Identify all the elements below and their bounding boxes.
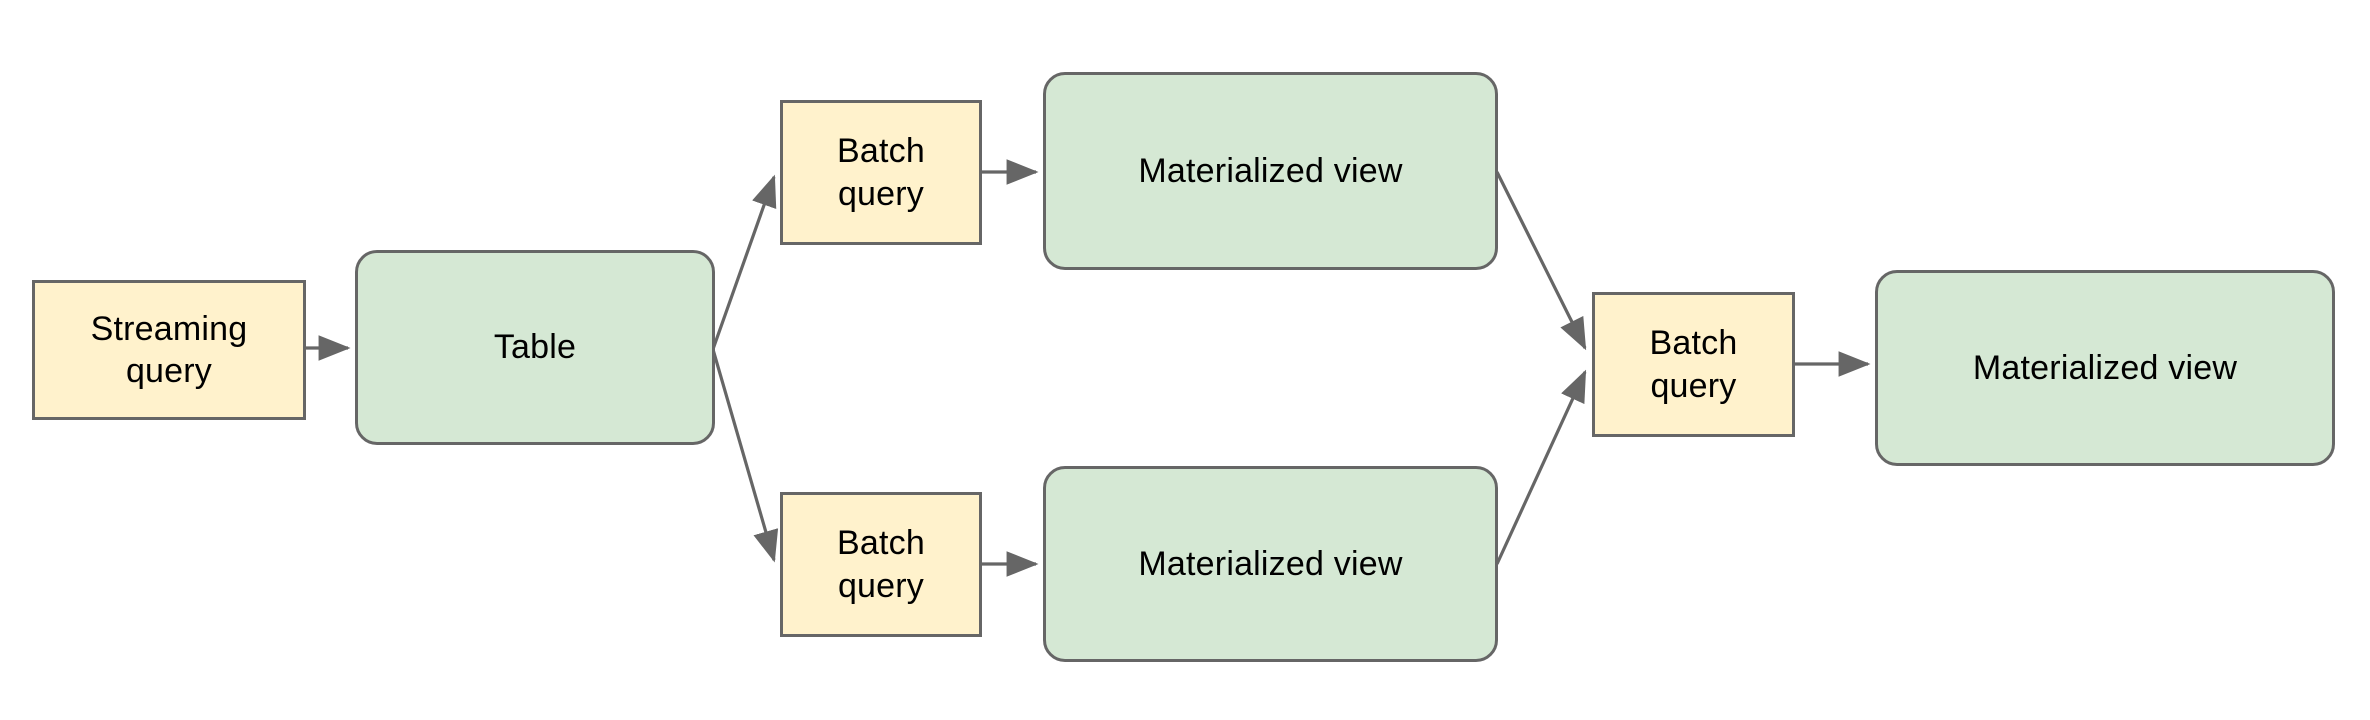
node-batch-query-merge[interactable]: Batch query (1592, 292, 1795, 437)
node-materialized-view-bottom[interactable]: Materialized view (1043, 466, 1498, 662)
node-materialized-view-top[interactable]: Materialized view (1043, 72, 1498, 270)
node-table[interactable]: Table (355, 250, 715, 445)
node-label-materialized-view-top: Materialized view (1138, 151, 1403, 190)
node-label-materialized-view-bottom: Materialized view (1138, 544, 1403, 583)
node-label-streaming-query: Streaming query (90, 309, 248, 391)
edge-mv-bottom-to-batch-merge (1495, 369, 1587, 565)
node-label-materialized-view-final: Materialized view (1972, 348, 2238, 387)
edge-table-to-batch-bottom (710, 345, 779, 563)
node-label-batch-query-bottom: Batch query (837, 524, 925, 605)
node-label-table: Table (493, 328, 577, 367)
node-materialized-view-final[interactable]: Materialized view (1875, 270, 2335, 466)
node-batch-query-top[interactable]: Batch query (780, 100, 982, 245)
node-streaming-query[interactable]: Streaming query (32, 280, 306, 420)
node-label-batch-query-top: Batch query (837, 132, 925, 213)
node-batch-query-bottom[interactable]: Batch query (780, 492, 982, 637)
edge-mv-top-to-batch-merge (1495, 171, 1587, 351)
node-label-batch-query-merge: Batch query (1649, 324, 1738, 405)
edge-table-to-batch-top (710, 174, 777, 353)
